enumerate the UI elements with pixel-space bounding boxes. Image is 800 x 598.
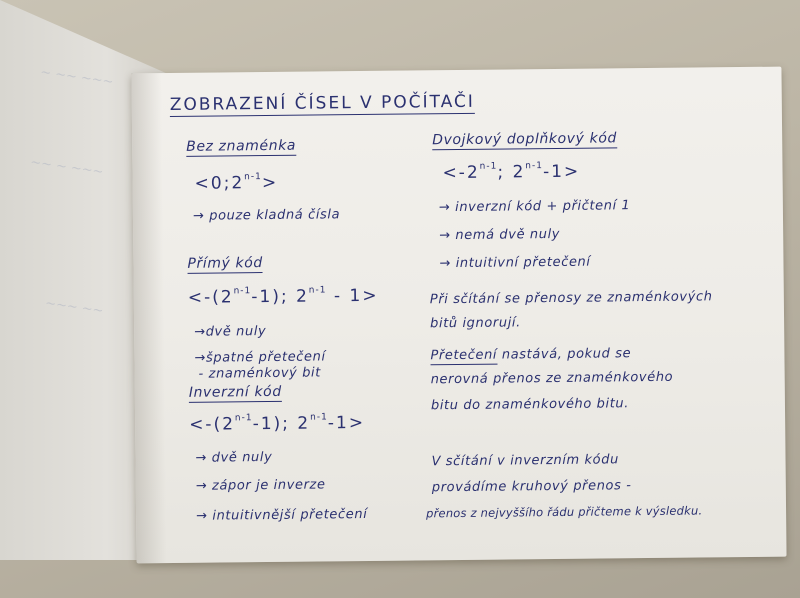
notebook-page: ZOBRAZENÍ ČÍSEL V POČÍTAČI Bez znaménka …	[131, 66, 787, 564]
direct-note: - znaménkový bit	[198, 365, 322, 382]
overflow-term: Přetečení	[430, 347, 498, 366]
inverse-note: → zápor je inverze	[195, 477, 326, 494]
twos-complement-note: → intuitivní přetečení	[439, 254, 591, 272]
unsigned-formula: <0;2n-1>	[194, 172, 279, 194]
page-title-text: ZOBRAZENÍ ČÍSEL V POČÍTAČI	[169, 91, 475, 118]
carry-paragraph-line: Při sčítání se přenosy ze znaménkových	[429, 289, 713, 308]
unsigned-heading-text: Bez znaménka	[186, 137, 297, 157]
twos-complement-heading-text: Dvojkový doplňkový kód	[432, 130, 618, 151]
direct-heading-text: Přímý kód	[187, 255, 263, 274]
inverse-addition-line: přenos z nejvyššího řádu přičteme k výsl…	[426, 503, 703, 521]
inverse-formula: <-(2n-1-1); 2n-1-1>	[189, 412, 366, 435]
inverse-heading-text: Inverzní kód	[188, 383, 282, 403]
bleed-through-text: ~ ~~ ~~~	[39, 64, 115, 91]
unsigned-heading: Bez znaménka	[186, 137, 297, 157]
inverse-note: → dvě nuly	[195, 449, 273, 466]
inverse-addition-line: provádíme kruhový přenos -	[431, 478, 632, 496]
direct-note: →dvě nuly	[194, 324, 267, 340]
direct-heading: Přímý kód	[187, 255, 263, 274]
inverse-note: → intuitivnější přetečení	[196, 506, 368, 524]
bleed-through-text: ~~ ~ ~~~	[29, 154, 105, 181]
twos-complement-note: → inverzní kód + přičtení 1	[438, 198, 631, 216]
overflow-paragraph-line: bitu do znaménkového bitu.	[430, 396, 630, 414]
overflow-paragraph-line: nerovná přenos ze znaménkového	[430, 369, 674, 388]
page-title: ZOBRAZENÍ ČÍSEL V POČÍTAČI	[169, 91, 475, 118]
direct-formula: <-(2n-1-1); 2n-1 - 1>	[187, 285, 379, 308]
twos-complement-heading: Dvojkový doplňkový kód	[432, 130, 618, 151]
page-fold-shadow	[131, 73, 167, 564]
unsigned-note: → pouze kladná čísla	[192, 207, 341, 224]
twos-complement-note: → nemá dvě nuly	[439, 226, 561, 244]
overflow-paragraph-line: Přetečení nastává, pokud se	[430, 346, 632, 366]
inverse-addition-line: V sčítání v inverzním kódu	[431, 452, 619, 470]
direct-note: →špatné přetečení	[194, 349, 326, 366]
bleed-through-text: ~~~ ~~	[44, 295, 105, 320]
twos-complement-formula: <-2n-1; 2n-1-1>	[442, 161, 581, 184]
carry-paragraph-line: bitů ignorují.	[430, 315, 521, 332]
inverse-heading: Inverzní kód	[188, 383, 282, 403]
